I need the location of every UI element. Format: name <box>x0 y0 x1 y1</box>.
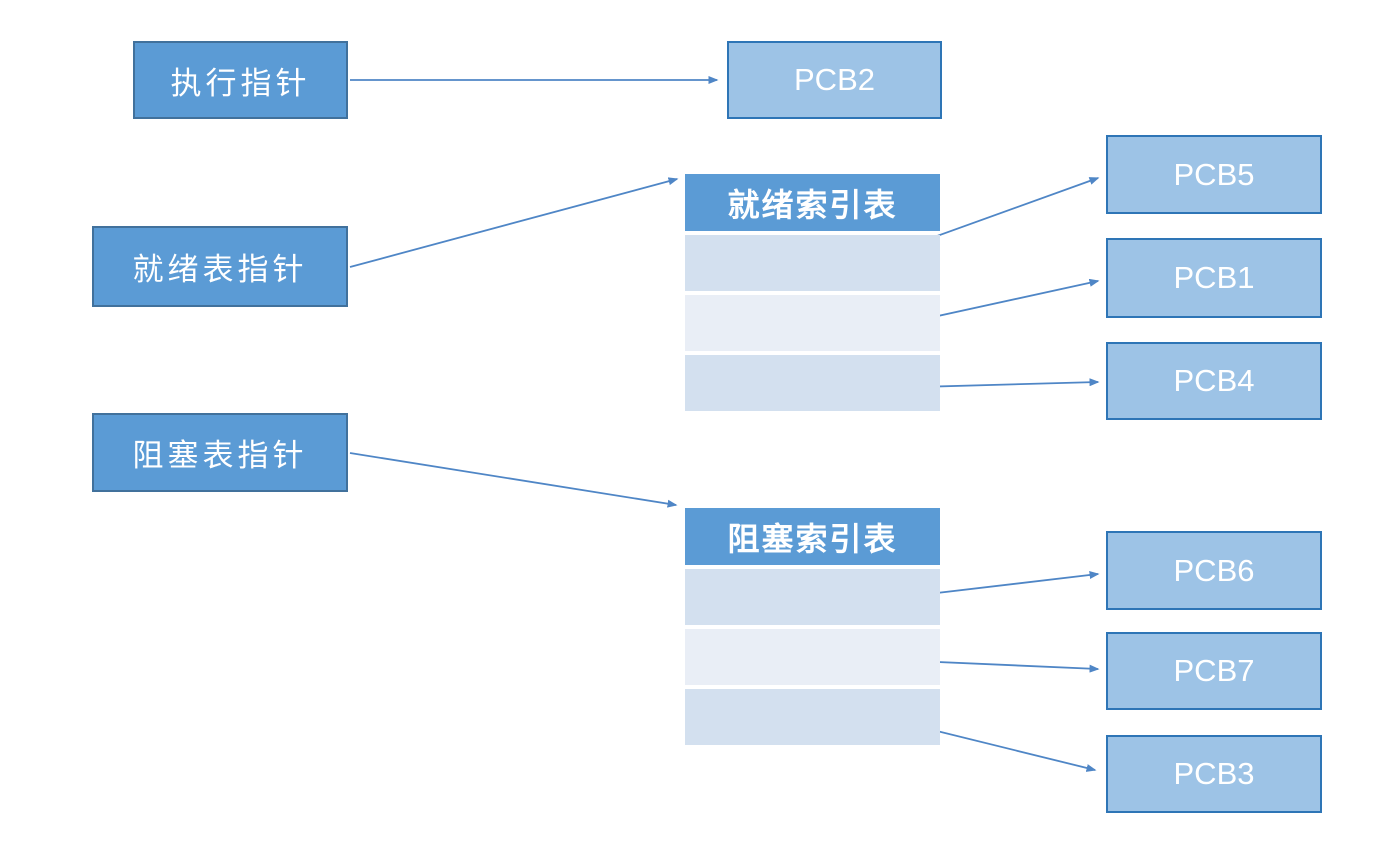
pcb6-box: PCB6 <box>1106 531 1322 610</box>
ready-index-table-title: 就绪索引表 <box>727 186 898 223</box>
pcb5-label: PCB5 <box>1173 156 1255 192</box>
blocked-index-table-header: 阻塞索引表 <box>685 508 940 565</box>
blocked-pointer-box: 阻塞表指针 <box>92 413 348 492</box>
pcb3-label: PCB3 <box>1173 756 1255 791</box>
pcb3-box: PCB3 <box>1106 735 1322 813</box>
pcb4-label: PCB4 <box>1173 363 1255 398</box>
pcb1-label: PCB1 <box>1173 260 1255 295</box>
blocked-index-table-title: 阻塞索引表 <box>727 520 898 557</box>
exec-pointer-label: 执行指针 <box>170 65 311 101</box>
blocked-pointer-label: 阻塞表指针 <box>132 438 308 473</box>
pcb2-box: PCB2 <box>727 41 942 119</box>
pcb5-box: PCB5 <box>1106 135 1322 214</box>
pcb7-label: PCB7 <box>1173 653 1255 688</box>
exec-pointer-box: 执行指针 <box>133 41 348 119</box>
arrow-ready-ptr-to-table <box>349 177 679 268</box>
ready-table-row-1 <box>685 235 940 291</box>
ready-table-row-2 <box>685 295 940 351</box>
ready-index-table-header: 就绪索引表 <box>685 174 940 231</box>
blocked-table-row-3 <box>685 689 940 745</box>
pcb4-box: PCB4 <box>1106 342 1322 420</box>
blocked-index-table: 阻塞索引表 <box>685 508 940 749</box>
ready-pointer-label: 就绪表指针 <box>132 252 308 287</box>
arrow-blocked-ptr-to-table <box>349 452 678 508</box>
ready-index-table: 就绪索引表 <box>685 174 940 415</box>
pcb6-label: PCB6 <box>1173 552 1255 588</box>
pcb7-box: PCB7 <box>1106 632 1322 710</box>
blocked-table-row-1 <box>685 569 940 625</box>
pcb1-box: PCB1 <box>1106 238 1322 318</box>
ready-pointer-box: 就绪表指针 <box>92 226 348 307</box>
pcb2-label: PCB2 <box>794 62 875 97</box>
ready-table-row-3 <box>685 355 940 411</box>
blocked-table-row-2 <box>685 629 940 685</box>
